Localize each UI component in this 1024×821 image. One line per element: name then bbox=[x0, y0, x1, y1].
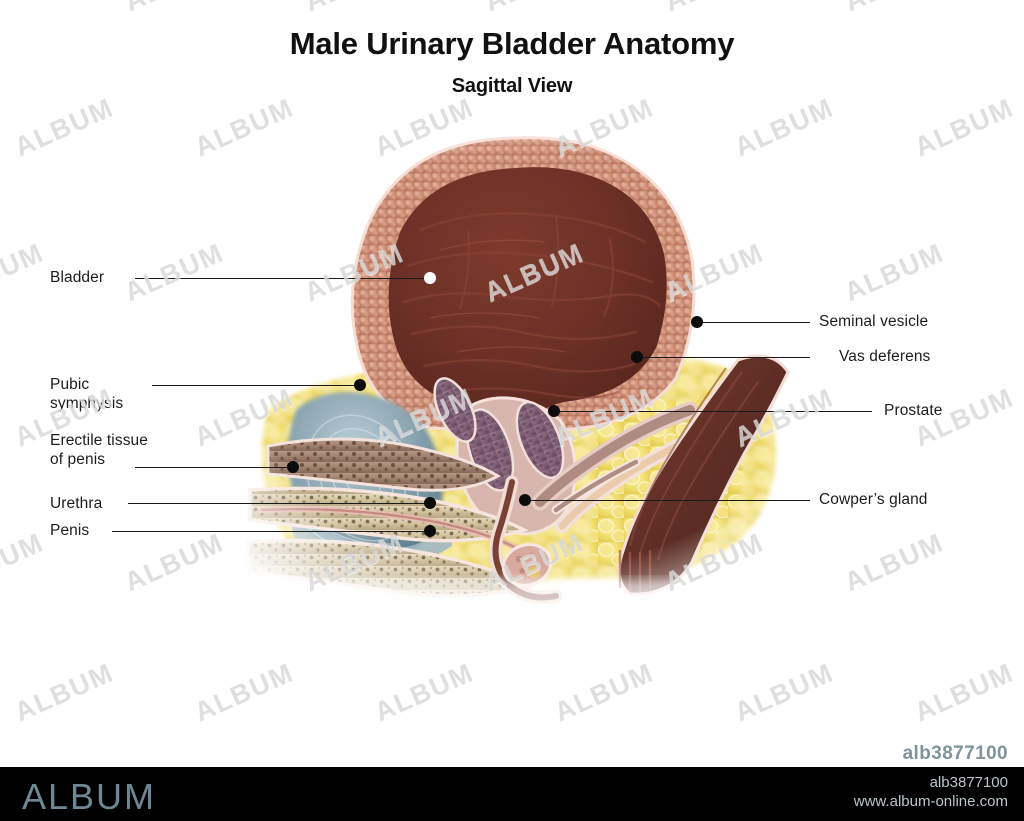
watermark-text: ALBUM bbox=[120, 0, 229, 18]
anatomy-illustration bbox=[0, 110, 1024, 630]
watermark-text: ALBUM bbox=[190, 657, 299, 728]
watermark-text: ALBUM bbox=[660, 0, 769, 18]
leader-line-seminal-vesicle bbox=[700, 322, 810, 323]
watermark-text: ALBUM bbox=[1020, 0, 1024, 18]
leader-line-pubic-symphysis bbox=[152, 385, 358, 386]
leader-line-cowpers-gland bbox=[528, 500, 810, 501]
image-id-top: alb3877100 bbox=[902, 743, 1008, 764]
leader-dot-erectile-tissue bbox=[287, 461, 299, 473]
leader-line-bladder bbox=[135, 278, 431, 279]
label-seminal-vesicle: Seminal vesicle bbox=[819, 313, 929, 330]
watermark-text: ALBUM bbox=[840, 0, 949, 18]
leader-line-prostate bbox=[557, 411, 872, 412]
watermark-text: ALBUM bbox=[300, 0, 409, 18]
leader-dot-cowpers-gland bbox=[519, 494, 531, 506]
watermark-text: ALBUM bbox=[370, 657, 479, 728]
watermark-text: ALBUM bbox=[730, 657, 839, 728]
watermark-text: ALBUM bbox=[550, 657, 659, 728]
leader-line-penis bbox=[112, 531, 430, 532]
label-urethra: Urethra bbox=[50, 495, 103, 512]
leader-dot-seminal-vesicle bbox=[691, 316, 703, 328]
leader-dot-pubic-symphysis bbox=[354, 379, 366, 391]
leader-line-erectile-tissue bbox=[135, 467, 295, 468]
footer-image-id: alb3877100 bbox=[929, 774, 1008, 791]
leader-dot-urethra bbox=[424, 497, 436, 509]
label-penis: Penis bbox=[50, 522, 90, 539]
leader-line-vas-deferens bbox=[640, 357, 810, 358]
leader-line-urethra bbox=[128, 503, 430, 504]
page-title: Male Urinary Bladder Anatomy bbox=[289, 26, 735, 61]
watermark-text: ALBUM bbox=[480, 0, 589, 18]
footer-bar: ALBUM alb3877100 www.album-online.com bbox=[0, 767, 1024, 821]
label-prostate: Prostate bbox=[884, 402, 943, 419]
album-logo: ALBUM bbox=[22, 776, 157, 817]
label-cowpers-gland: Cowper’s gland bbox=[819, 491, 928, 508]
label-pubic-symphysis: Pubic symphysis bbox=[50, 376, 124, 412]
watermark-text: ALBUM bbox=[0, 0, 49, 18]
watermark-text: ALBUM bbox=[910, 657, 1019, 728]
footer-url: www.album-online.com bbox=[853, 793, 1008, 810]
watermark-text: ALBUM bbox=[10, 657, 119, 728]
label-erectile-tissue: Erectile tissue of penis bbox=[50, 432, 148, 468]
leader-dot-penis bbox=[424, 525, 436, 537]
label-bladder: Bladder bbox=[50, 269, 105, 286]
leader-dot-vas-deferens bbox=[631, 351, 643, 363]
label-vas-deferens: Vas deferens bbox=[839, 348, 931, 365]
leader-dot-bladder bbox=[424, 272, 436, 284]
leader-dot-prostate bbox=[548, 405, 560, 417]
page-subtitle: Sagittal View bbox=[451, 75, 573, 97]
